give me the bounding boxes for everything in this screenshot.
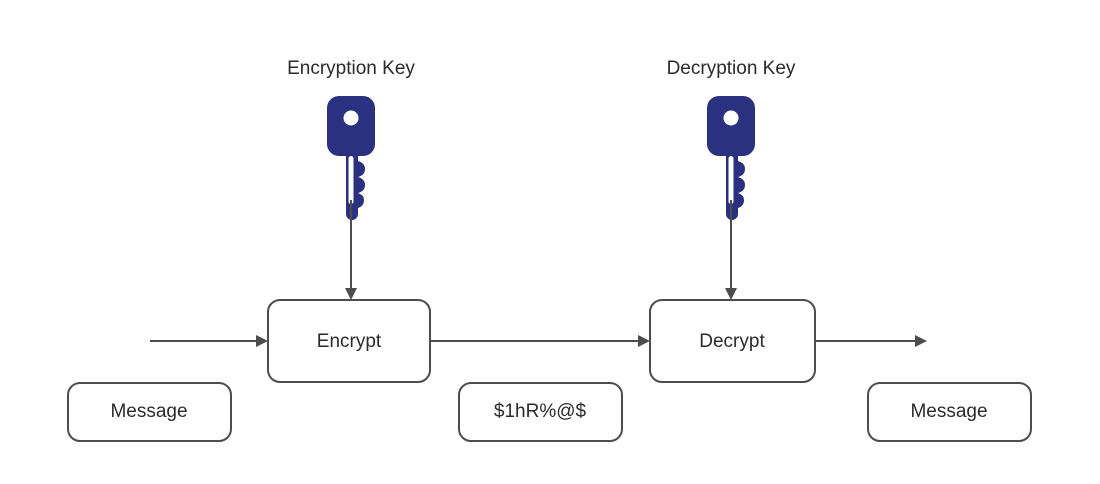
encrypt-node-box[interactable] [267, 299, 431, 383]
connector-decrypt-to-output [815, 335, 927, 347]
connector-decryption-key-to-decrypt [725, 200, 737, 300]
decrypt-node[interactable]: Decrypt [649, 299, 816, 383]
plaintext-input-label: Message [110, 401, 187, 422]
connector-encryption-key-to-encrypt [345, 200, 357, 300]
connector-encrypt-to-decrypt [430, 335, 650, 347]
ciphertext-box[interactable] [458, 382, 623, 442]
plaintext-output-node[interactable]: Message [867, 382, 1032, 442]
encrypt-node-label: Encrypt [317, 331, 382, 352]
plaintext-input-box[interactable] [67, 382, 232, 442]
plaintext-output-label: Message [910, 401, 987, 422]
decrypt-node-box[interactable] [649, 299, 816, 383]
decryption-key-label: Decryption Key [667, 58, 796, 79]
ciphertext-label: $1hR%@$ [494, 401, 587, 422]
decrypt-node-label: Decrypt [699, 331, 765, 352]
encryption-key-label: Encryption Key [287, 58, 415, 79]
plaintext-output-box[interactable] [867, 382, 1032, 442]
plaintext-input-node[interactable]: Message [67, 382, 232, 442]
ciphertext-node[interactable]: $1hR%@$ [458, 382, 623, 442]
encrypt-node[interactable]: Encrypt [267, 299, 431, 383]
connector-input-to-encrypt [150, 335, 268, 347]
